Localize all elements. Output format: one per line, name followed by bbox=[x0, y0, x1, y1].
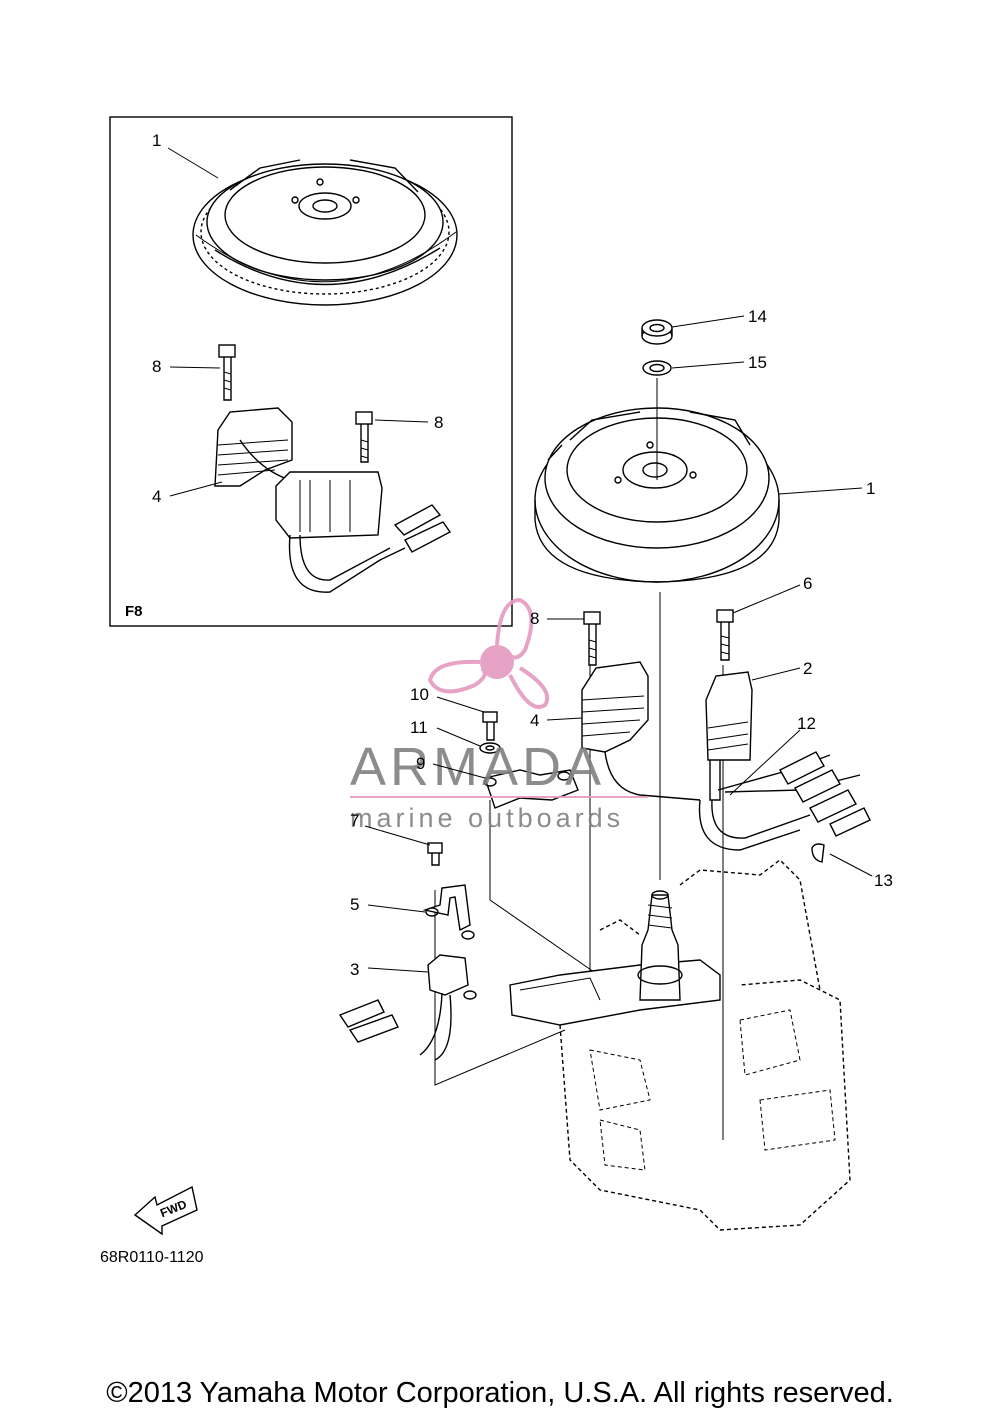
bolt-7 bbox=[427, 842, 443, 866]
callout-main-5: 5 bbox=[350, 895, 359, 914]
callout-numbers: 1 8 8 4 14 15 1 6 8 2 10 4 12 11 9 7 13 … bbox=[152, 131, 893, 979]
watermark: ARMADA marine outboards bbox=[350, 597, 648, 833]
callout-main-8: 8 bbox=[530, 609, 539, 628]
wire-lead bbox=[698, 751, 871, 851]
inset-bolt-8a bbox=[218, 344, 236, 401]
callout-main-14: 14 bbox=[748, 307, 767, 326]
callout-inset-8a: 8 bbox=[152, 357, 161, 376]
callout-main-12: 12 bbox=[797, 714, 816, 733]
main-bolt-8 bbox=[583, 611, 601, 666]
copyright-notice: ©2013 Yamaha Motor Corporation, U.S.A. A… bbox=[106, 1377, 894, 1409]
propeller-logo bbox=[427, 597, 550, 709]
rectifier-3 bbox=[338, 954, 477, 1061]
main-charge-coil bbox=[581, 661, 701, 801]
callout-main-9: 9 bbox=[416, 754, 425, 773]
inset-frame bbox=[109, 116, 513, 627]
woodruff-key bbox=[811, 843, 825, 863]
callout-main-7: 7 bbox=[350, 811, 359, 830]
callout-inset-1: 1 bbox=[152, 131, 161, 150]
bolt-10 bbox=[482, 711, 498, 741]
flywheel-washer bbox=[642, 360, 672, 376]
inset-flywheel bbox=[192, 159, 458, 306]
engine-block bbox=[509, 859, 851, 1231]
bracket-9 bbox=[483, 769, 579, 809]
reference-code: 68R0110-1120 bbox=[100, 1249, 204, 1266]
inset-bolt-8b bbox=[355, 411, 373, 463]
callout-main-4: 4 bbox=[530, 711, 539, 730]
callout-main-13: 13 bbox=[874, 871, 893, 890]
inset-label: F8 bbox=[125, 603, 143, 620]
watermark-subtitle: marine outboards bbox=[350, 803, 624, 833]
callout-main-11: 11 bbox=[410, 718, 428, 737]
callout-main-10: 10 bbox=[410, 685, 429, 704]
callout-inset-4: 4 bbox=[152, 487, 161, 506]
callout-main-1: 1 bbox=[866, 479, 875, 498]
callout-main-2: 2 bbox=[803, 659, 812, 678]
callout-inset-8b: 8 bbox=[434, 413, 443, 432]
fwd-arrow-icon: FWD bbox=[133, 1185, 198, 1236]
flywheel-nut bbox=[641, 319, 673, 345]
leader-lines bbox=[167, 147, 873, 973]
inset-charge-coil bbox=[214, 407, 452, 593]
callout-main-6: 6 bbox=[803, 574, 812, 593]
callout-main-3: 3 bbox=[350, 960, 359, 979]
callout-main-15: 15 bbox=[748, 353, 767, 372]
main-bolt-6 bbox=[716, 609, 734, 661]
bracket-5 bbox=[422, 884, 475, 940]
washer-11 bbox=[479, 742, 501, 754]
pulser-coil bbox=[705, 671, 753, 801]
watermark-brand: ARMADA bbox=[350, 737, 605, 797]
inset-panel bbox=[109, 116, 513, 627]
